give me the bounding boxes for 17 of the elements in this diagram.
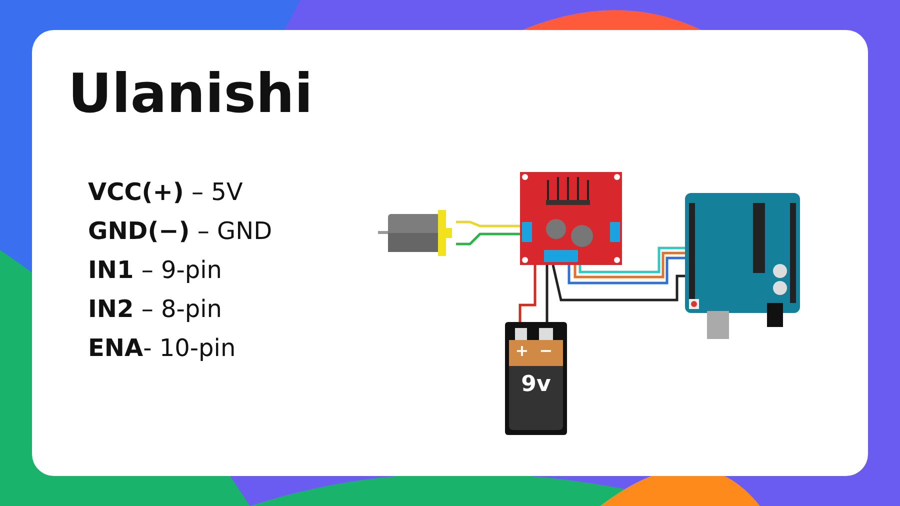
wire bbox=[574, 252, 685, 278]
pin-mapping-text: IN2 – 8-pin bbox=[88, 295, 222, 323]
pin-mapping-text: GND(−) – GND bbox=[88, 217, 272, 245]
wire bbox=[518, 265, 536, 322]
wire bbox=[568, 256, 685, 284]
polarity-sign: − bbox=[538, 341, 554, 360]
wire bbox=[578, 246, 685, 274]
wire bbox=[546, 265, 548, 322]
pin-mapping-text: ENA- 10-pin bbox=[88, 334, 236, 362]
pin-mapping-text: IN1 – 9-pin bbox=[88, 256, 222, 284]
pin-mapping-text: VCC(+) – 5V bbox=[88, 178, 243, 206]
polarity-sign: + bbox=[514, 341, 530, 360]
wire bbox=[456, 220, 520, 228]
voltage-text: 9v bbox=[520, 372, 552, 397]
title-heading: Ulanishi bbox=[68, 62, 313, 125]
wire bbox=[456, 232, 520, 246]
wire bbox=[552, 264, 685, 302]
